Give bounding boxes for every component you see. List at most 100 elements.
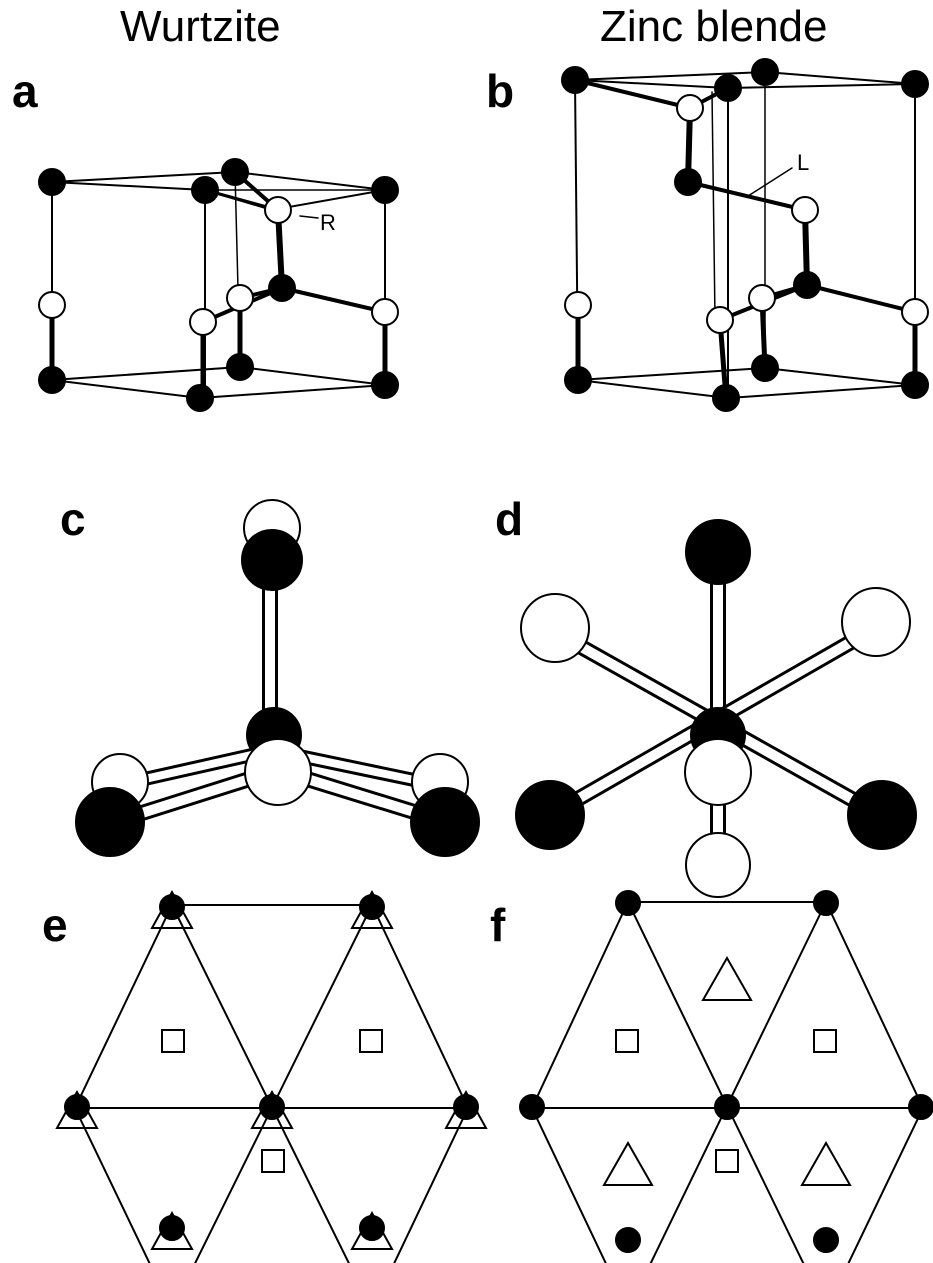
panel-b-atoms [561, 58, 929, 412]
dark-atom [221, 158, 249, 186]
title-wurtzite: Wurtzite [120, 2, 281, 51]
dark-atom [38, 366, 66, 394]
panel-e-hexagon [73, 904, 470, 1263]
dark-atom [561, 66, 589, 94]
panel-b-bond [805, 283, 917, 314]
light-atom [226, 284, 254, 312]
panel-a-wurtzite-cell [49, 170, 388, 401]
dark-atom [714, 74, 742, 102]
light-atom [564, 291, 592, 319]
dark-atom [75, 787, 145, 857]
panel-e-square [359, 1029, 383, 1053]
panel-a-bond [280, 286, 387, 314]
light-atom [189, 308, 217, 336]
panel-f-atom [908, 1094, 933, 1120]
panel-f-atom [714, 1094, 740, 1120]
panel-label-f: f [490, 899, 506, 951]
dark-atom [751, 58, 779, 86]
panel-label-b: b [486, 65, 515, 117]
panel-e-symbols [55, 889, 488, 1250]
panel-e-triangle [350, 1210, 394, 1250]
dark-atom [226, 353, 254, 381]
panel-e-square [161, 1029, 185, 1053]
panel-f-symbols [519, 890, 933, 1253]
light-atom [791, 196, 819, 224]
panel-a-top-edges [51, 170, 386, 212]
panel-b-l-pointer [747, 167, 793, 197]
panel-f-triangle [602, 1140, 654, 1186]
panel-label-d: d [495, 493, 524, 545]
light-atom [841, 587, 911, 657]
light-atom [38, 291, 66, 319]
dark-atom [674, 168, 702, 196]
light-atom [901, 298, 929, 326]
panel-f-triangle [701, 955, 753, 1001]
dark-atom [793, 271, 821, 299]
panel-a-atoms [38, 158, 399, 412]
panel-e-stacking-grid [73, 904, 470, 1263]
light-atom [685, 832, 751, 898]
panel-f-atom [615, 890, 641, 916]
panel-e-triangle [150, 889, 194, 929]
panel-b-bond [573, 78, 692, 110]
panel-f-square [813, 1029, 837, 1053]
panel-f-atom [615, 1227, 641, 1253]
dark-atom [564, 366, 592, 394]
dark-atom [685, 519, 751, 585]
panel-a-r-pointer [299, 215, 319, 219]
light-atom [264, 196, 292, 224]
dark-atom [515, 780, 585, 850]
panel-f-triangle [800, 1140, 852, 1186]
light-atom [748, 284, 776, 312]
dark-atom [191, 176, 219, 204]
panel-f-hexagon [530, 901, 925, 1263]
panel-e-triangle [250, 1089, 294, 1129]
panel-e-triangle [350, 889, 394, 929]
panel-f-atom [813, 1227, 839, 1253]
dark-atom [38, 168, 66, 196]
light-atom [244, 738, 312, 806]
panel-d-staggered-projection [515, 519, 917, 898]
dark-atom [847, 780, 917, 850]
panel-label-e: e [42, 899, 68, 951]
panel-e-line [171, 904, 350, 1263]
light-atom [676, 94, 704, 122]
panel-e-line [194, 904, 373, 1263]
dark-atom [186, 384, 214, 412]
dark-atom [410, 787, 480, 857]
light-atom [706, 306, 734, 334]
annotation-r: R [320, 210, 336, 235]
panel-b-zincblende-cell [573, 70, 918, 401]
panel-b-top-edges [574, 70, 916, 90]
dark-atom [241, 529, 303, 591]
panel-c-eclipsed-projection [75, 499, 480, 857]
dark-atom [751, 354, 779, 382]
panel-f-stacking-grid [530, 901, 925, 1263]
panel-b-bottom-edges [577, 366, 916, 400]
panel-e-triangle [444, 1089, 488, 1129]
dark-atom [901, 371, 929, 399]
panel-a-bottom-edges [51, 365, 386, 400]
title-zinc-blende: Zinc blende [600, 2, 828, 51]
light-atom [520, 593, 590, 663]
panel-f-square [615, 1029, 639, 1053]
panel-f-square [715, 1149, 739, 1173]
panel-label-c: c [60, 493, 86, 545]
dark-atom [712, 384, 740, 412]
panel-b-bond [686, 180, 807, 212]
panel-e-triangle [55, 1089, 99, 1129]
light-atom [371, 298, 399, 326]
panel-b-edge [711, 91, 716, 319]
panel-e-triangle [150, 1210, 194, 1250]
panel-e-square [261, 1149, 285, 1173]
panel-f-atom [519, 1094, 545, 1120]
light-atom [684, 738, 752, 806]
dark-atom [371, 371, 399, 399]
panel-f-atom [813, 890, 839, 916]
panel-label-a: a [12, 65, 38, 117]
dark-atom [371, 176, 399, 204]
annotation-l: L [797, 150, 809, 175]
dark-atom [268, 274, 296, 302]
